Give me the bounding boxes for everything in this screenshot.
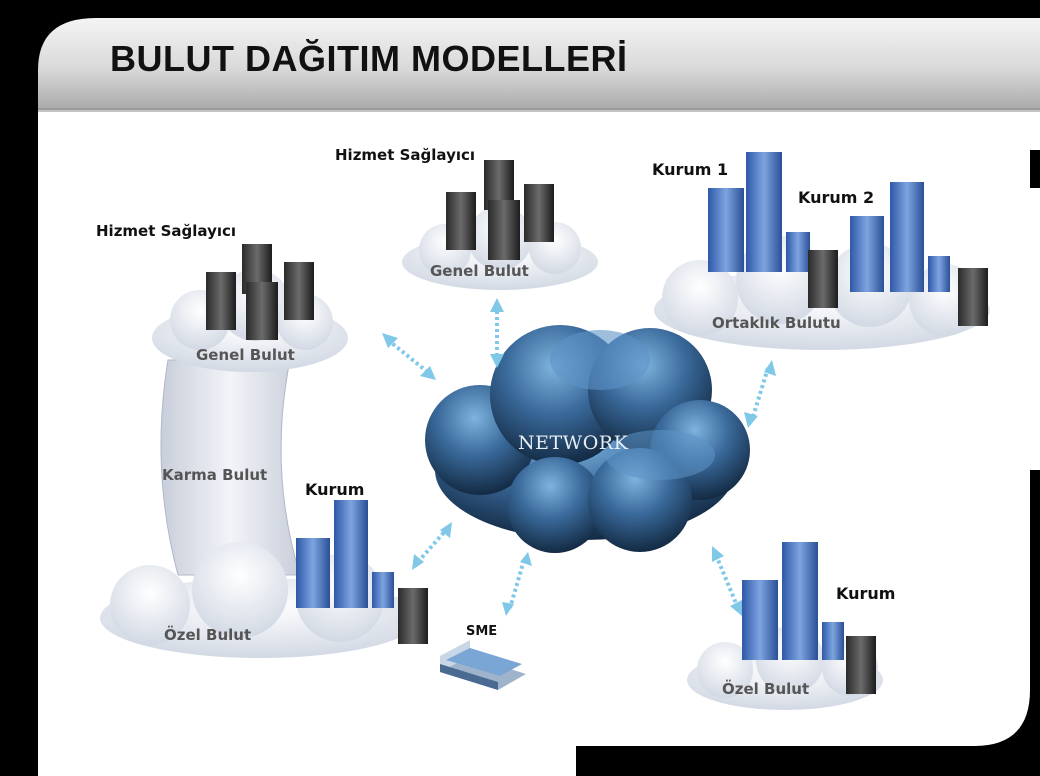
connection-arrows — [386, 305, 770, 609]
kurum2-label: Kurum 2 — [798, 188, 875, 207]
buildings-kurum-right — [742, 542, 844, 660]
hybrid-cloud-label: Karma Bulut — [162, 466, 268, 484]
page-title: BULUT DAĞITIM MODELLERİ — [110, 38, 628, 79]
server-kurum2 — [958, 268, 988, 326]
provider-label-top: Hizmet Sağlayıcı — [335, 146, 476, 164]
server-cluster-left — [206, 244, 314, 340]
server-kurum1 — [808, 250, 838, 308]
arrow-private-left — [416, 528, 448, 564]
sme-building — [440, 640, 526, 690]
arrow-public-left — [386, 338, 432, 376]
community-cloud-label: Ortaklık Bulutu — [712, 314, 841, 332]
kurum-right-label: Kurum — [836, 584, 896, 603]
kurum1-label: Kurum 1 — [652, 160, 729, 179]
server-kurum-left — [398, 588, 428, 644]
arrow-sme — [508, 559, 526, 609]
network-cloud — [425, 325, 750, 553]
public-cloud-top-label: Genel Bulut — [430, 262, 529, 280]
private-cloud-right-label: Özel Bulut — [722, 680, 810, 698]
buildings-kurum-1-2 — [708, 152, 950, 292]
sme-label: SME — [466, 624, 498, 639]
server-kurum-right — [846, 636, 876, 694]
public-cloud-left-label: Genel Bulut — [196, 346, 295, 364]
kurum-left-label: Kurum — [305, 480, 365, 499]
arrow-community — [750, 367, 770, 421]
buildings-kurum-left — [296, 500, 394, 608]
network-label: NETWORK — [518, 432, 629, 454]
server-cluster-top — [446, 160, 554, 260]
private-cloud-left-label: Özel Bulut — [164, 626, 252, 644]
provider-label-left: Hizmet Sağlayıcı — [96, 222, 237, 240]
arrow-private-right — [714, 554, 740, 609]
